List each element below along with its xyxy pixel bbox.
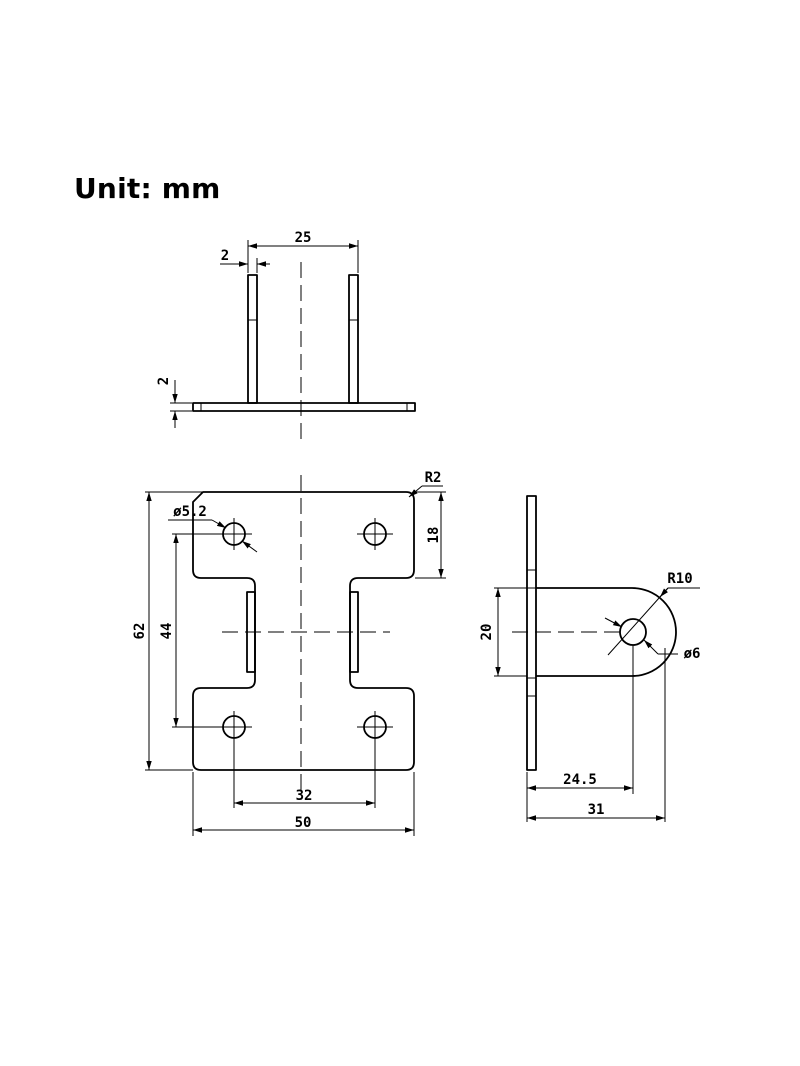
dimensions: 25 2 2 R2 ø5.2 18 62 44 bbox=[132, 230, 700, 836]
dim-depth-24-5: 24.5 bbox=[563, 772, 597, 788]
side-tab bbox=[536, 587, 677, 677]
dim-top-width: 25 bbox=[295, 230, 312, 246]
dim-height-18: 18 bbox=[426, 527, 442, 544]
dim-radius-10: R10 bbox=[667, 571, 692, 587]
left-flange bbox=[247, 274, 258, 404]
dim-depth-31: 31 bbox=[588, 802, 605, 818]
side-plate bbox=[526, 495, 537, 771]
base-plate bbox=[192, 402, 416, 412]
dim-height-44: 44 bbox=[159, 623, 175, 640]
dim-base-thickness: 2 bbox=[156, 377, 172, 385]
tab-hole bbox=[619, 618, 647, 646]
dim-top-thickness: 2 bbox=[221, 248, 229, 264]
right-flange bbox=[348, 274, 359, 404]
dim-height-20: 20 bbox=[479, 624, 495, 641]
dim-width-50: 50 bbox=[295, 815, 312, 831]
dim-height-62: 62 bbox=[132, 623, 148, 640]
front-view bbox=[192, 475, 415, 790]
side-view bbox=[512, 495, 677, 771]
dim-tab-hole: ø6 bbox=[684, 646, 701, 662]
h-plate-outline bbox=[192, 491, 415, 771]
unit-title: Unit: mm bbox=[74, 172, 221, 205]
top-view bbox=[192, 262, 416, 446]
dim-small-hole: ø5.2 bbox=[173, 504, 207, 520]
dim-corner-radius: R2 bbox=[425, 470, 442, 486]
dim-width-32: 32 bbox=[296, 788, 313, 804]
